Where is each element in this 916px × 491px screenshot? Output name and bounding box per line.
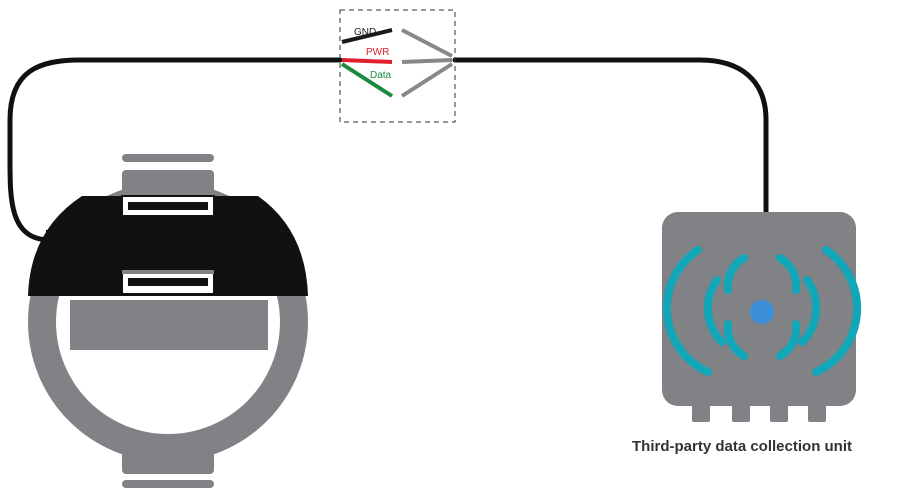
meter-cap — [28, 196, 308, 296]
cable — [7, 57, 343, 243]
data-wire-out — [400, 62, 454, 98]
data-label: Data — [370, 70, 392, 81]
unit-label: Third-party data collection unit — [632, 438, 853, 455]
gnd-wire — [341, 28, 393, 44]
unit-port-1 — [692, 404, 710, 422]
wireless-signal-icon — [662, 246, 862, 376]
data-wire — [340, 62, 394, 98]
connector-box — [339, 9, 456, 123]
meter-middle-connector-slot — [128, 278, 208, 286]
gnd-label: GND — [354, 27, 376, 38]
gnd-wire-out — [401, 28, 453, 58]
meter-top-connector-slot — [128, 202, 208, 210]
pwr-label: PWR — [366, 47, 389, 58]
meter-middle-connector-top — [122, 270, 214, 274]
meter-top-tab — [122, 154, 214, 162]
meter-device — [28, 154, 308, 488]
unit-signal-center — [750, 300, 774, 324]
pwr-wire — [341, 58, 393, 64]
meter-bottom-tab — [122, 480, 214, 488]
unit-port-3 — [770, 404, 788, 422]
cable-right — [452, 57, 769, 215]
meter-display — [70, 300, 268, 350]
pwr-wire-out — [401, 58, 453, 64]
data-collection-unit — [662, 212, 862, 422]
cable-plug — [46, 230, 56, 246]
unit-port-2 — [732, 404, 750, 422]
unit-port-4 — [808, 404, 826, 422]
